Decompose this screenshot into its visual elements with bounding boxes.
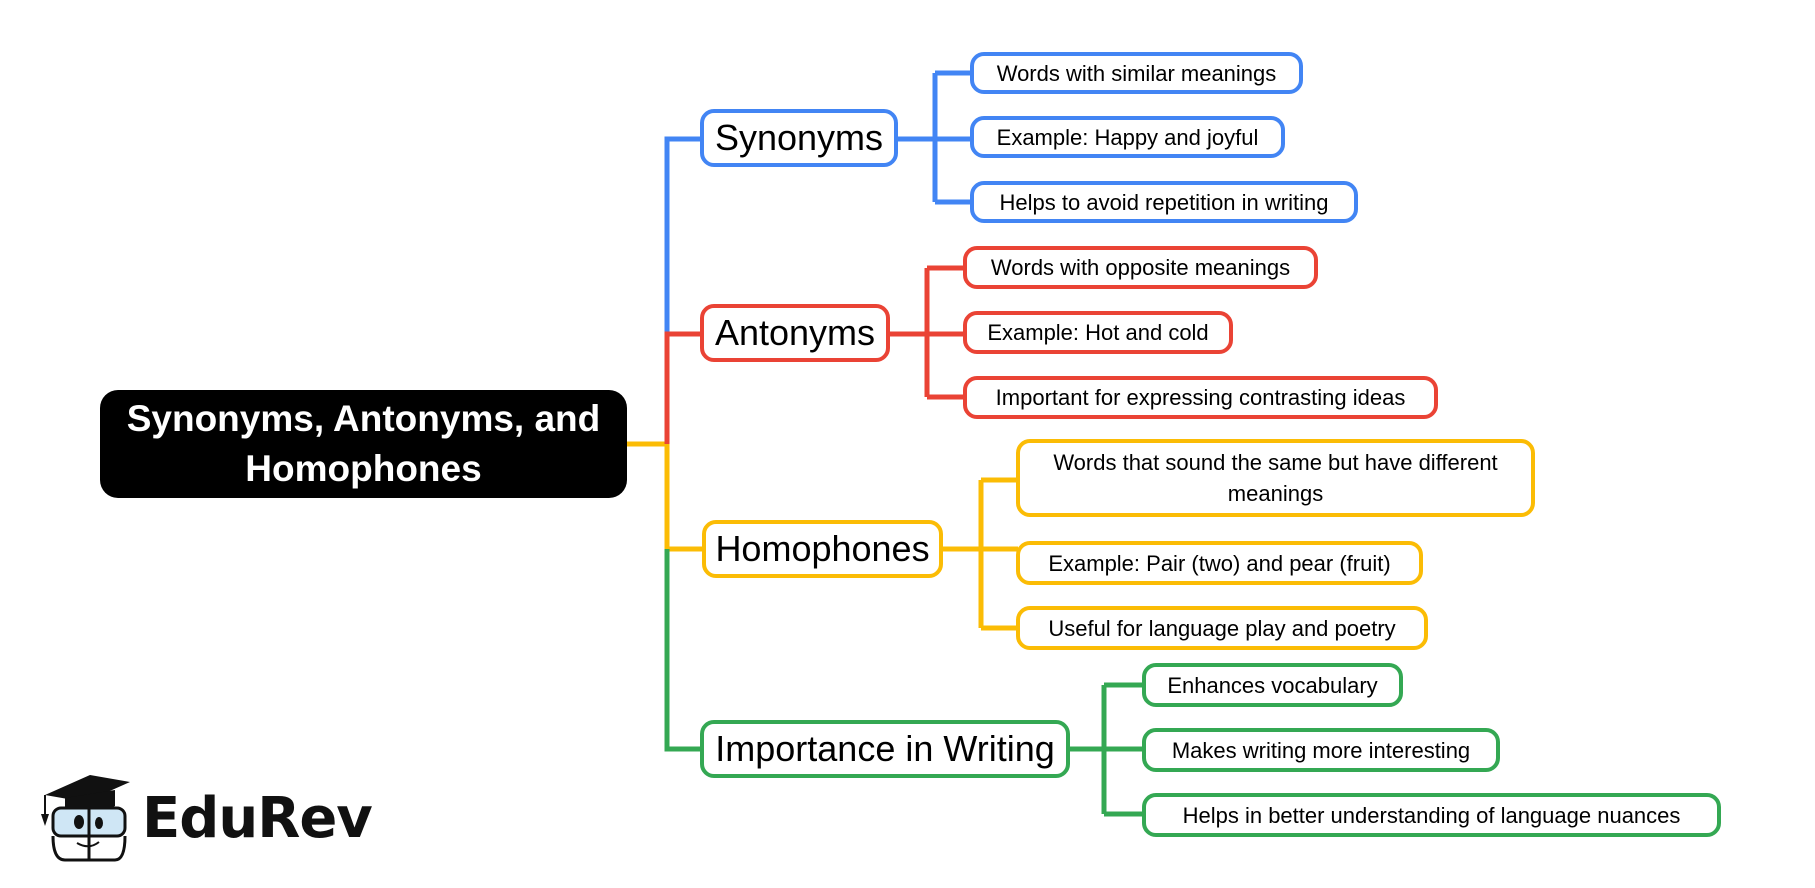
branch-antonyms[interactable]: Antonyms <box>700 304 890 362</box>
leaf-homophones-3[interactable]: Useful for language play and poetry <box>1016 606 1428 650</box>
leaf-label: Example: Hot and cold <box>987 320 1209 345</box>
connector-trunk-antonyms <box>664 331 702 444</box>
leaf-antonyms-1[interactable]: Words with opposite meanings <box>963 246 1318 289</box>
leaf-label: Words that sound the same but have diffe… <box>1053 450 1498 506</box>
connector-trunk-importance <box>664 549 702 752</box>
leaf-importance-2[interactable]: Makes writing more interesting <box>1142 728 1500 772</box>
branch-importance-in-writing[interactable]: Importance in Writing <box>700 720 1070 778</box>
branch-label: Importance in Writing <box>715 728 1055 769</box>
connector-trunk-synonyms <box>664 136 702 334</box>
branch-label: Synonyms <box>714 117 884 158</box>
leaf-antonyms-2[interactable]: Example: Hot and cold <box>963 311 1233 354</box>
leaf-synonyms-2[interactable]: Example: Happy and joyful <box>970 116 1285 158</box>
edurev-logo <box>35 770 355 862</box>
branch-label: Antonyms <box>714 312 876 353</box>
leaf-homophones-2[interactable]: Example: Pair (two) and pear (fruit) <box>1016 541 1423 585</box>
connector-antonyms-children <box>890 265 963 400</box>
leaf-label: Helps in better understanding of languag… <box>1182 802 1681 828</box>
leaf-label: Example: Happy and joyful <box>996 124 1259 150</box>
leaf-label: Words with similar meanings <box>996 60 1277 86</box>
leaf-homophones-1[interactable]: Words that sound the same but have diffe… <box>1016 439 1535 517</box>
leaf-label: Enhances vocabulary <box>1167 672 1378 698</box>
leaf-label: Helps to avoid repetition in writing <box>999 189 1329 215</box>
leaf-label: Makes writing more interesting <box>1171 737 1471 763</box>
leaf-antonyms-3[interactable]: Important for expressing contrasting ide… <box>963 376 1438 419</box>
logo-text: EduRev <box>142 786 373 851</box>
branch-homophones[interactable]: Homophones <box>702 520 943 578</box>
graduate-mascot-icon <box>41 775 130 862</box>
leaf-label: Words with opposite meanings <box>990 255 1291 280</box>
root-label-line2: Homophones <box>245 448 482 489</box>
root-node[interactable]: Synonyms, Antonyms, and Homophones <box>100 390 627 498</box>
connector-synonyms-children <box>898 70 970 205</box>
leaf-importance-1[interactable]: Enhances vocabulary <box>1142 663 1403 707</box>
leaf-label: Important for expressing contrasting ide… <box>995 385 1406 410</box>
leaf-importance-3[interactable]: Helps in better understanding of languag… <box>1142 793 1721 837</box>
leaf-label: Useful for language play and poetry <box>1048 615 1396 641</box>
leaf-label: Example: Pair (two) and pear (fruit) <box>1048 550 1391 576</box>
branch-label: Homophones <box>715 528 930 569</box>
leaf-synonyms-1[interactable]: Words with similar meanings <box>970 52 1303 94</box>
connector-importance-children <box>1070 682 1142 817</box>
root-label-line1: Synonyms, Antonyms, and <box>126 398 601 439</box>
leaf-synonyms-3[interactable]: Helps to avoid repetition in writing <box>970 181 1358 223</box>
branch-synonyms[interactable]: Synonyms <box>700 109 898 167</box>
connector-homophones-children <box>943 477 1018 631</box>
connector-trunk-homophones <box>664 444 702 552</box>
